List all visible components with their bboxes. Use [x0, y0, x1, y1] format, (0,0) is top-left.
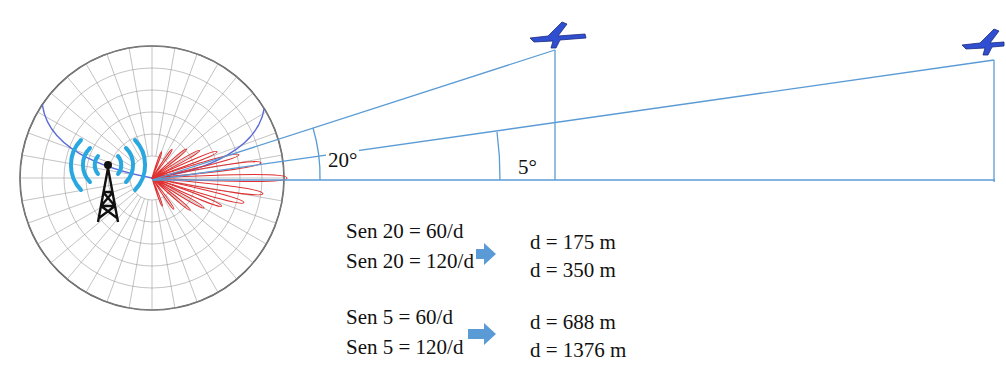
- grid-spoke: [38, 189, 133, 244]
- plane-icon: [530, 22, 1004, 55]
- grid-spoke: [156, 48, 175, 156]
- grid-spoke: [169, 93, 253, 164]
- equation: Sen 5 = 120/d: [344, 335, 465, 359]
- grid-spoke: [156, 200, 175, 308]
- red-lobe: [152, 152, 162, 178]
- grid-spoke: [160, 199, 198, 302]
- distance-result: d = 175 m: [528, 230, 618, 254]
- distance-result: d = 688 m: [528, 310, 618, 334]
- grid-spoke: [152, 46, 153, 156]
- grid-spoke: [129, 200, 148, 308]
- tower-icon: [71, 140, 145, 222]
- angle-label: 20°: [326, 148, 359, 172]
- grid-spoke: [86, 64, 141, 159]
- red-lobe: [152, 178, 190, 210]
- grid-spoke: [22, 155, 130, 174]
- grid-spoke: [28, 133, 131, 171]
- red-lobe: [152, 178, 174, 209]
- distance-result: d = 350 m: [528, 258, 618, 282]
- distance-result: d = 1376 m: [528, 338, 628, 362]
- equation: Sen 20 = 120/d: [344, 249, 476, 273]
- grid-spoke: [160, 54, 198, 157]
- grid-spoke: [152, 200, 153, 310]
- equation: Sen 5 = 60/d: [344, 305, 455, 329]
- grid-spoke: [174, 178, 284, 179]
- grid-spoke: [163, 197, 218, 292]
- red-lobe: [152, 178, 204, 208]
- red-lobe: [152, 149, 187, 178]
- angle-label: 5°: [516, 155, 539, 179]
- equation: Sen 20 = 60/d: [344, 219, 465, 243]
- grid-spoke: [51, 192, 135, 263]
- grid-spoke: [129, 48, 148, 156]
- grid-ring: [20, 46, 284, 310]
- grid-spoke: [169, 192, 253, 263]
- grid-spoke: [51, 93, 135, 164]
- red-lobe: [152, 149, 172, 178]
- red-lobe: [152, 178, 162, 206]
- grid-spoke: [166, 77, 237, 161]
- geometry-lines: [152, 50, 995, 182]
